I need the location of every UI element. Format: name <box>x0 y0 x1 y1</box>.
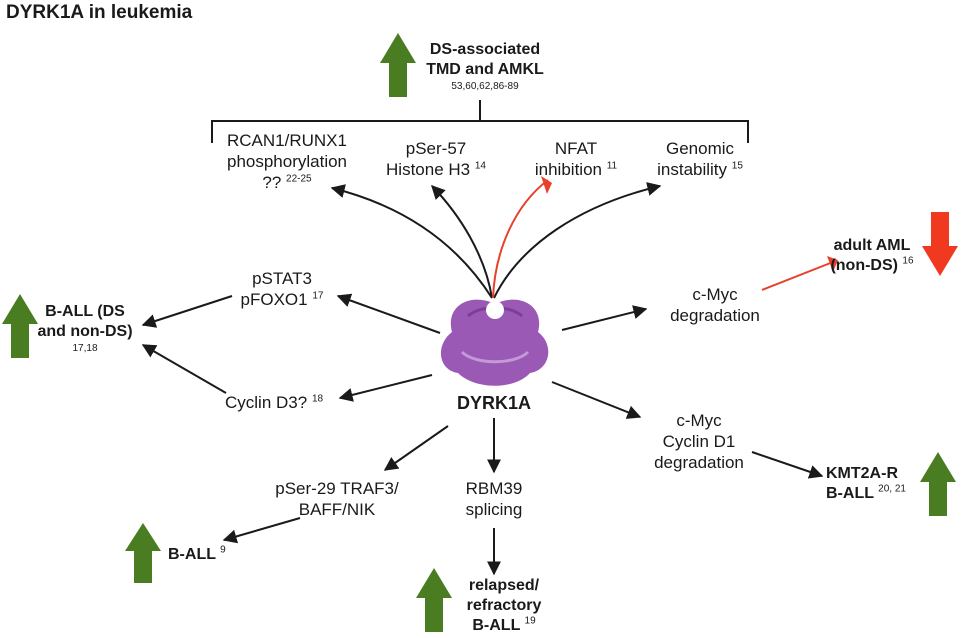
left-arrows <box>141 293 441 402</box>
effect-line2: BAFF/NIK <box>298 500 376 519</box>
top-arrows <box>330 182 662 299</box>
outcome-kmt2a-r-ball: KMT2A-R B-ALL 20, 21 <box>826 464 906 504</box>
arrow-pstat3-to-ball <box>141 295 233 328</box>
effect-line1: c-Myc <box>692 285 738 304</box>
up-arrow-icon <box>416 568 452 632</box>
up-arrow-icon <box>125 523 161 583</box>
outcome-ref: 19 <box>524 615 536 627</box>
effect-line2: phosphorylation <box>226 152 348 171</box>
effect-line3: ?? <box>262 173 282 192</box>
effect-ref: 17 <box>312 290 324 302</box>
effect-line1: pSTAT3 <box>252 269 312 288</box>
effect-line2: degradation <box>670 306 760 325</box>
right-arrows <box>551 305 824 479</box>
outcome-line2: and non-DS) <box>37 323 133 340</box>
arrow-to-histone <box>431 184 493 299</box>
outcome-ref: 20, 21 <box>878 483 906 495</box>
bottom-arrows <box>222 418 501 576</box>
arrow-traf3-to-ball <box>222 517 301 544</box>
arrow-to-cmyc-cyclind1 <box>551 381 642 419</box>
effect-line2: pFOXO1 <box>240 290 308 309</box>
effect-line2: splicing <box>465 500 523 519</box>
effect-line2: inhibition <box>534 160 602 179</box>
outcome-line2: (non-DS) <box>830 257 898 274</box>
effect-cmyc-degradation: c-Myc degradation <box>660 284 770 326</box>
effect-rcan1-runx1: RCAN1/RUNX1 phosphorylation ?? 22-25 <box>217 130 357 193</box>
effect-rbm39-splicing: RBM39 splicing <box>444 478 544 520</box>
outcome-ref: 9 <box>220 544 226 556</box>
bracket <box>211 100 749 143</box>
down-arrow-icon <box>922 212 958 276</box>
protein-icon <box>440 299 549 386</box>
effect-ref: 15 <box>731 160 743 172</box>
effect-line1: pSer-57 <box>405 139 467 158</box>
effect-cyclin-d3: Cyclin D3? 18 <box>225 392 355 413</box>
outcome-line2: refractory <box>466 597 542 614</box>
arrow-to-traf3 <box>383 425 449 471</box>
dyrk1a-label: DYRK1A <box>456 393 531 413</box>
effect-line1: c-Myc <box>676 411 722 430</box>
outcome-line1: B-ALL (DS <box>45 303 125 320</box>
effect-ref: 14 <box>474 160 486 172</box>
effect-line1: RCAN1/RUNX1 <box>227 131 347 150</box>
outcome-ds-tmd-amkl: DS-associated TMD and AMKL 53,60,62,86-8… <box>415 40 555 93</box>
arrow-to-pstat3 <box>336 293 441 334</box>
outcome-line1: relapsed/ <box>468 577 540 594</box>
up-arrow-icon <box>380 33 416 97</box>
outcome-refs: 53,60,62,86-89 <box>451 81 519 92</box>
effect-ref: 22-25 <box>286 173 312 185</box>
arrow-to-cyclind3 <box>338 374 433 402</box>
arrow-to-rcan1 <box>330 184 493 299</box>
outcome-adult-aml: adult AML (non-DS) 16 <box>820 236 924 276</box>
effect-line2: Cyclin D1 <box>662 432 736 451</box>
inhibit-nfat <box>492 176 552 299</box>
outcome-refs: 17,18 <box>72 343 98 354</box>
effect-line1: Genomic <box>665 139 735 158</box>
effect-line1: RBM39 <box>465 479 523 498</box>
figure-title: DYRK1A in leukemia <box>6 2 193 23</box>
effect-cmyc-cyclind1-degradation: c-Myc Cyclin D1 degradation <box>644 410 754 473</box>
outcome-line1: B-ALL <box>168 546 216 563</box>
arrow-to-cmyc <box>561 305 648 331</box>
effect-ref: 11 <box>606 160 618 172</box>
outcome-line3: B-ALL <box>472 617 521 634</box>
effect-line2: Histone H3 <box>386 160 471 179</box>
effect-pstat3-pfoxo1: pSTAT3 pFOXO1 17 <box>222 268 342 310</box>
up-arrow-icon <box>2 294 38 358</box>
effect-line1: Cyclin D3? <box>225 393 308 412</box>
inhibit-aml <box>761 256 838 291</box>
up-arrow-icon <box>920 452 956 516</box>
effect-line3: degradation <box>654 453 744 472</box>
outcome-ball-ds-non-ds: B-ALL (DS and non-DS) 17,18 <box>30 302 140 355</box>
effect-traf3-baff-nik: pSer-29 TRAF3/ BAFF/NIK <box>262 478 412 520</box>
arrow-to-kmt2a <box>751 451 824 479</box>
outcome-ref: 16 <box>902 255 914 267</box>
effect-genomic-instability: Genomic instability 15 <box>640 138 760 180</box>
outcome-line1: DS-associated <box>429 41 541 58</box>
outcome-line1: KMT2A-R <box>826 465 898 482</box>
outcome-line1: adult AML <box>833 237 911 254</box>
arrow-cyclind3-to-ball <box>141 344 227 394</box>
effect-nfat-inhibition: NFAT inhibition 11 <box>526 138 626 180</box>
outcome-line2: B-ALL <box>826 485 874 502</box>
effect-line2: instability <box>657 160 728 179</box>
effect-histone-h3: pSer-57 Histone H3 14 <box>376 138 496 180</box>
outcome-relapsed-refractory-ball: relapsed/ refractory B-ALL 19 <box>454 576 554 636</box>
outcome-line2: TMD and AMKL <box>426 61 544 78</box>
effect-line1: NFAT <box>554 139 598 158</box>
effect-line1: pSer-29 TRAF3/ <box>275 479 399 498</box>
effect-ref: 18 <box>311 393 324 405</box>
outcome-ball: B-ALL 9 <box>168 545 226 565</box>
arrow-to-genomic <box>493 182 662 299</box>
